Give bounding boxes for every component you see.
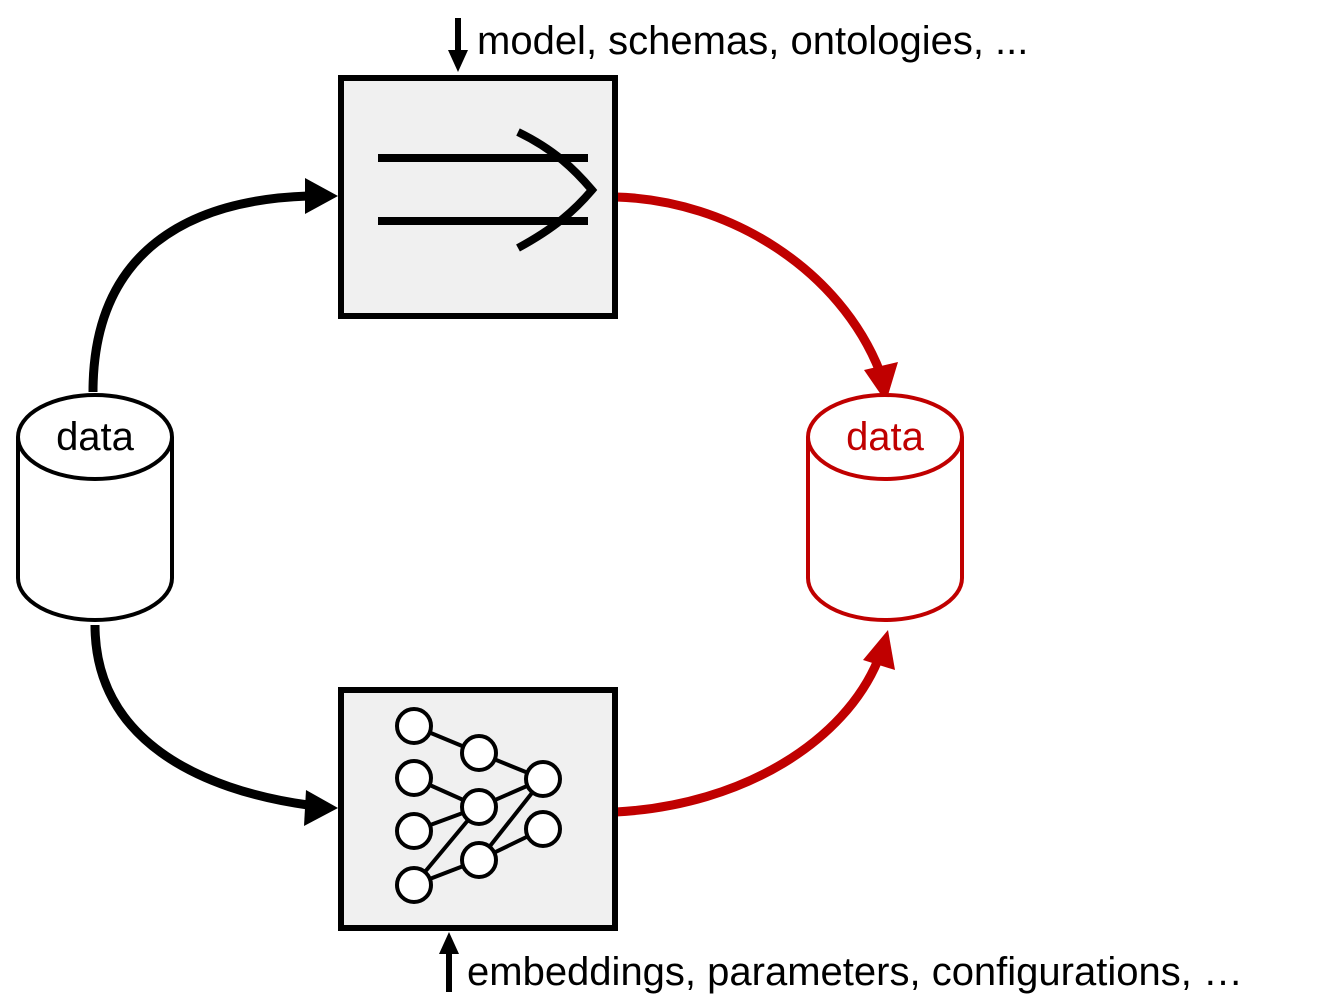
output-database: [806, 393, 964, 622]
reasoner-box: [338, 75, 618, 319]
arrow-data-to-reasoner: [88, 191, 309, 393]
output-database-label: data: [846, 415, 925, 459]
top-input-arrow: [448, 18, 468, 72]
double-arrow-icon: [378, 128, 598, 252]
top-annotation: model, schemas, ontologies, ...: [477, 19, 1028, 63]
bottom-input-arrow: [439, 932, 459, 992]
bottom-annotation: embeddings, parameters, configurations, …: [467, 950, 1243, 994]
arrow-head-output-bottom: [863, 630, 895, 670]
arrow-network-to-output: [615, 658, 883, 817]
arrow-head-reasoner: [305, 178, 338, 214]
neural-network-icon: [395, 707, 562, 904]
arrow-head-network: [304, 790, 338, 826]
arrow-data-to-network: [90, 624, 309, 810]
source-database-label: data: [56, 415, 135, 459]
arrow-reasoner-to-output: [615, 192, 885, 374]
arrow-head-output-top: [864, 362, 898, 402]
source-database: [16, 393, 174, 622]
